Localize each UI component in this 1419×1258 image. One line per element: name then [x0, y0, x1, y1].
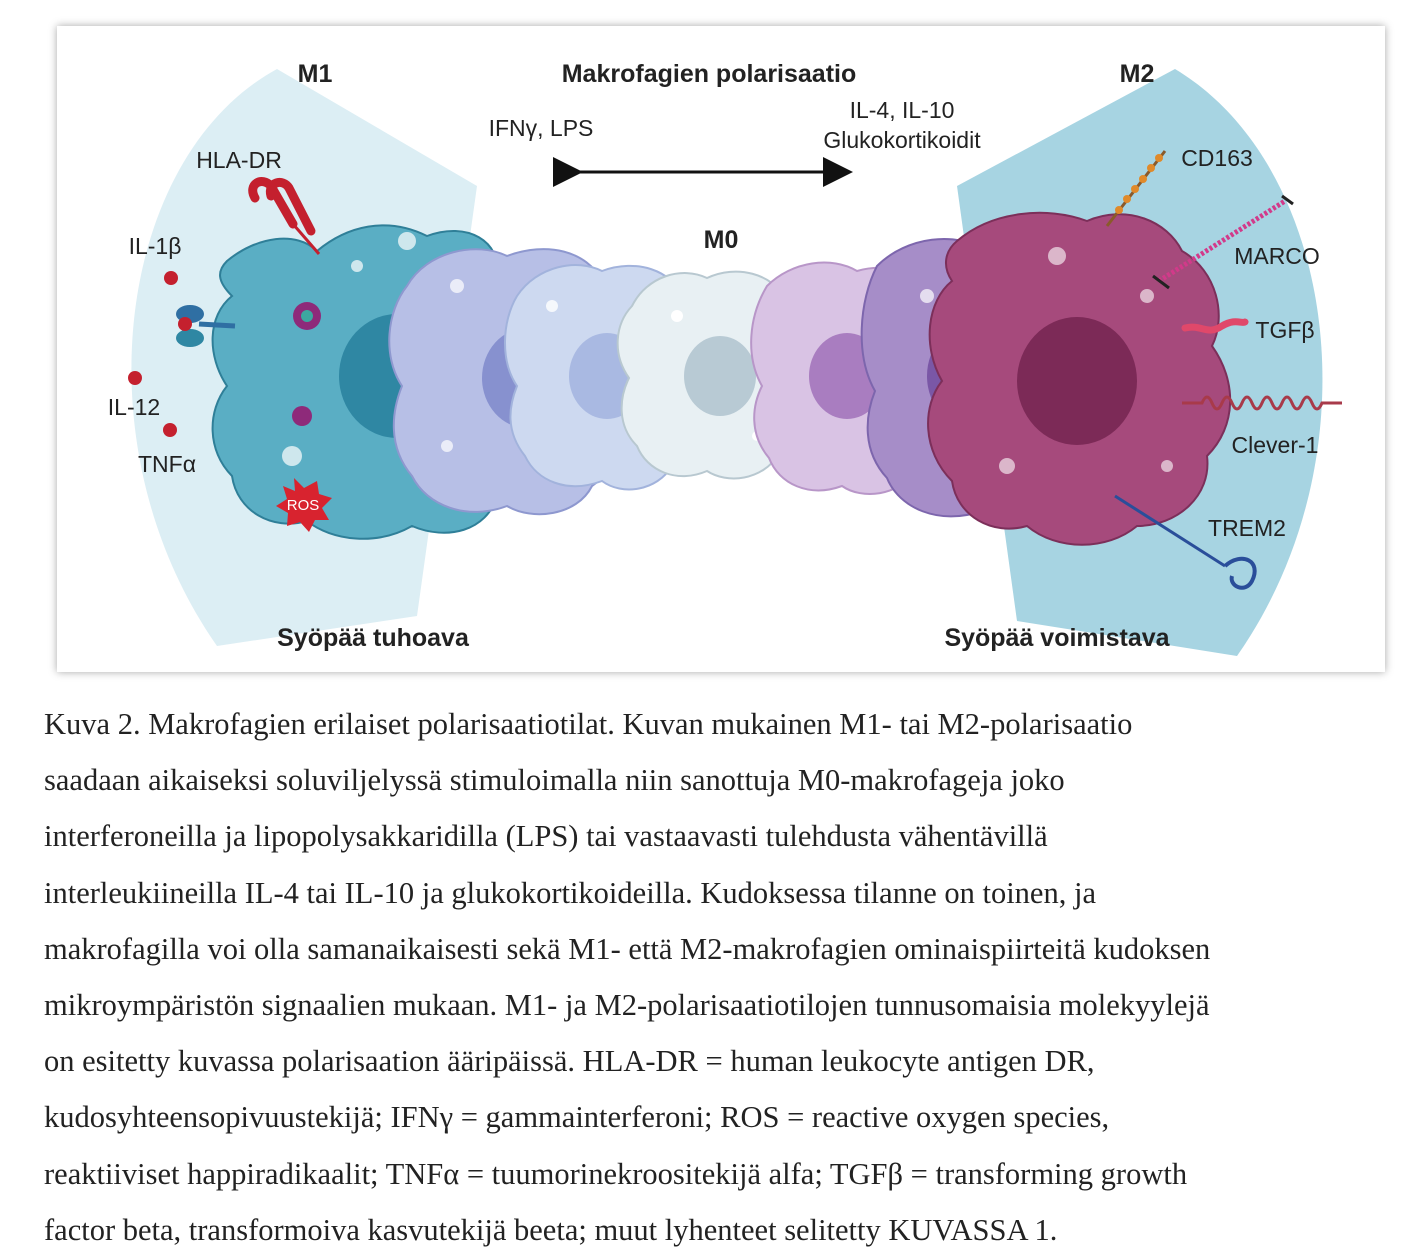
trem2-receptor-icon	[1114, 494, 1257, 590]
il12-label: IL-12	[108, 394, 160, 420]
figure-panel: Makrofagien polarisaatio M1 M0 M2 IFNγ, …	[57, 26, 1385, 672]
hla-dr-label: HLA-DR	[196, 147, 282, 173]
cd163-receptor-icon	[1105, 150, 1167, 227]
clever1-receptor-icon	[1182, 395, 1342, 411]
tgfb-label: TGFβ	[1255, 317, 1314, 343]
caption-line: interleukiineilla IL-4 tai IL-10 ja gluk…	[44, 875, 1096, 910]
m0-label: M0	[704, 226, 739, 254]
tnfa-dot-icon	[163, 423, 177, 437]
m1-function-label: Syöpää tuhoava	[277, 624, 470, 652]
tnfa-label: TNFα	[138, 451, 196, 477]
caption-line: interferoneilla ja lipopolysakkaridilla …	[44, 819, 1048, 854]
il12-dot-icon	[128, 371, 142, 385]
tgfb-receptor-icon	[1181, 318, 1249, 334]
caption-line: mikroympäristön signaalien mukaan. M1- j…	[44, 988, 1210, 1023]
marco-receptor-icon	[1152, 194, 1294, 290]
trem2-label: TREM2	[1208, 515, 1286, 541]
left-stimuli-label: IFNγ, LPS	[489, 115, 594, 141]
m2-label: M2	[1120, 60, 1155, 88]
caption-line: reaktiiviset happiradikaalit; TNFα = tuu…	[44, 1156, 1188, 1191]
caption-line: kudosyhteensopivuustekijä; IFNγ = gammai…	[44, 1100, 1110, 1135]
ros-label: ROS	[287, 497, 320, 514]
caption-line: on esitetty kuvassa polarisaation ääripä…	[44, 1044, 1095, 1079]
il1b-dot-icon	[164, 271, 178, 285]
right-stimuli-line2: Glukokortikoidit	[823, 127, 981, 153]
ros-star-icon	[276, 478, 332, 532]
caption-line: saadaan aikaiseksi soluviljelyssä stimul…	[44, 763, 1065, 798]
il1b-label: IL-1β	[129, 233, 182, 259]
hla-dr-receptor-icon	[248, 177, 321, 255]
right-stimuli-line1: IL-4, IL-10	[850, 97, 955, 123]
clever1-label: Clever-1	[1232, 432, 1319, 458]
m1-label: M1	[298, 60, 333, 88]
caption-line: makrofagilla voi olla samanaikaisesti se…	[44, 931, 1211, 966]
cd163-label: CD163	[1181, 145, 1253, 171]
m2-macrophage-cell	[927, 211, 1232, 546]
caption-line: factor beta, transformoiva kasvutekijä b…	[44, 1212, 1058, 1247]
figure-caption: Kuva 2. Makrofagien erilaiset polarisaat…	[44, 696, 1394, 1258]
receptor-ligand-icon	[176, 305, 236, 347]
diagram-title: Makrofagien polarisaatio	[562, 60, 857, 88]
marco-label: MARCO	[1234, 243, 1320, 269]
caption-line: Kuva 2. Makrofagien erilaiset polarisaat…	[44, 707, 1133, 741]
m2-function-label: Syöpää voimistava	[944, 624, 1170, 652]
macrophage-polarization-diagram: Makrofagien polarisaatio M1 M0 M2 IFNγ, …	[108, 60, 1342, 656]
